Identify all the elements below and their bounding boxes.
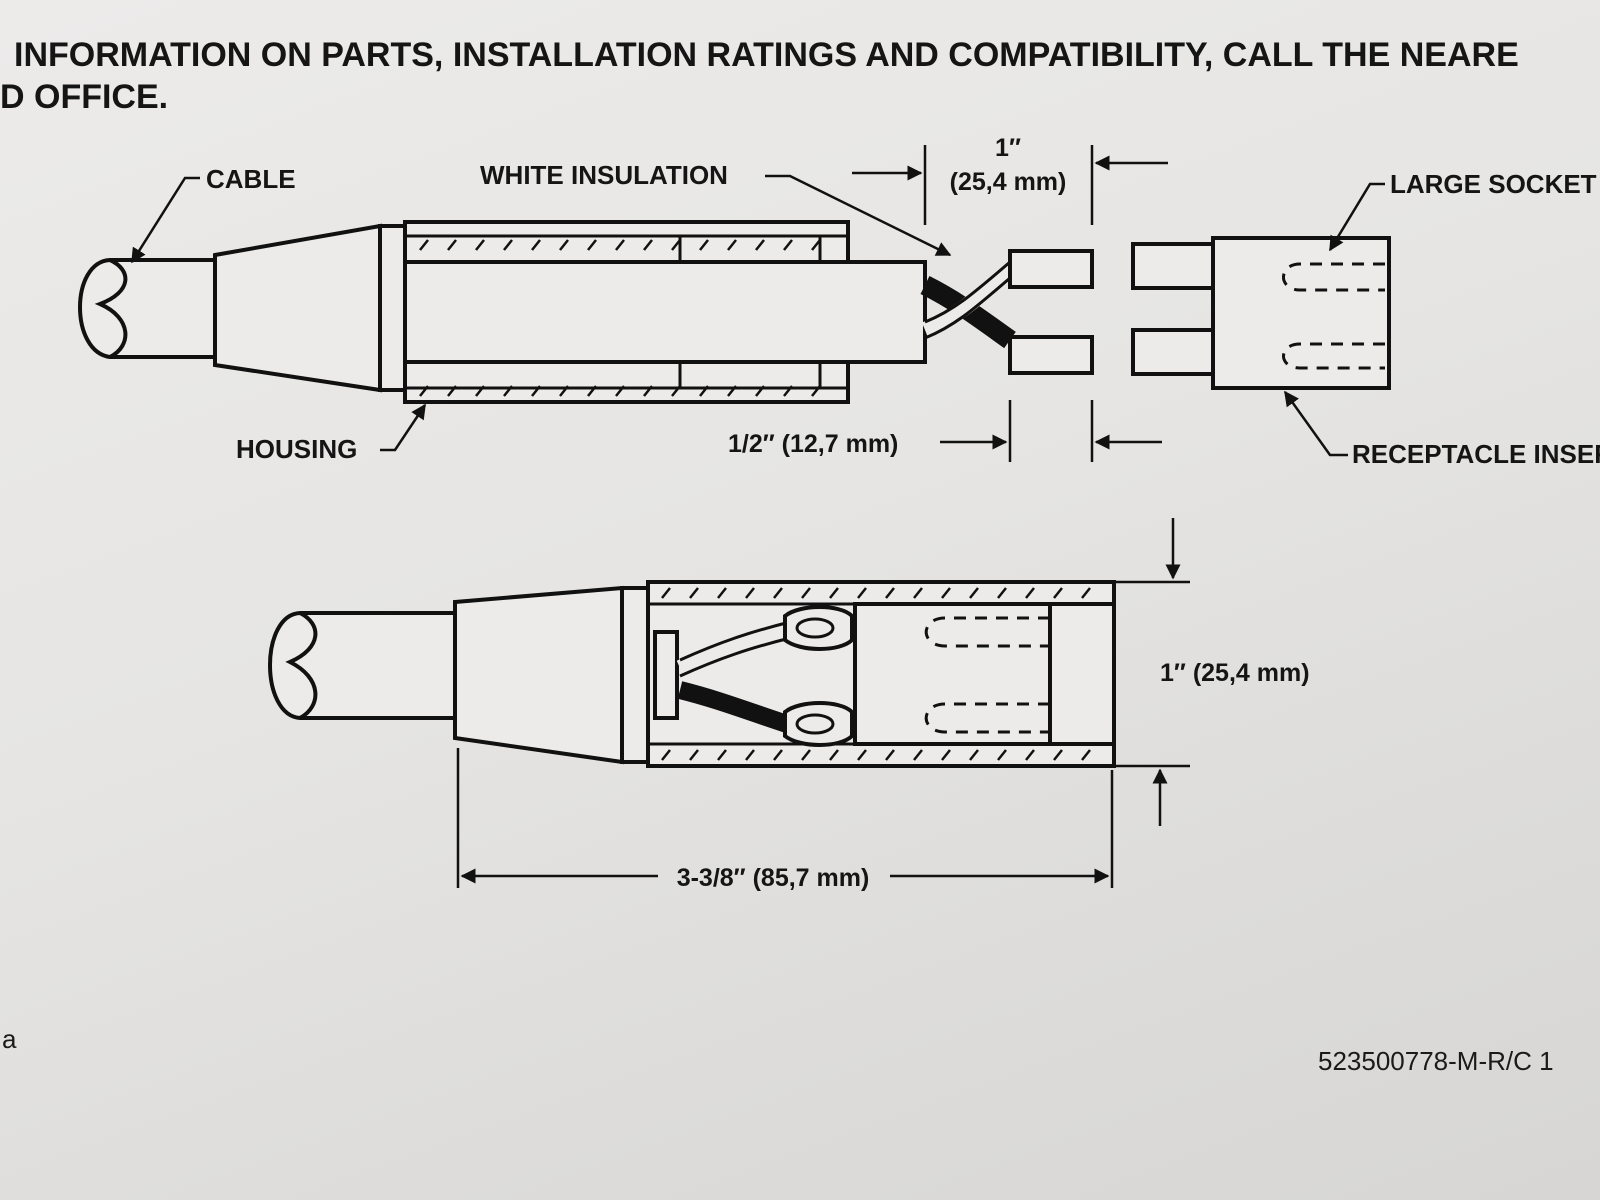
top-flange <box>378 224 407 392</box>
half-inch-text: 1/2″ (12,7 mm) <box>728 430 898 458</box>
length-text: 3-3/8″ (85,7 mm) <box>677 864 870 892</box>
bottom-plug-assembly <box>268 580 1116 768</box>
height-text: 1″ (25,4 mm) <box>1160 659 1310 687</box>
header-line-1: INFORMATION ON PARTS, INSTALLATION RATIN… <box>14 36 1519 74</box>
strip-mm-text: (25,4 mm) <box>950 168 1067 196</box>
document-number: 523500778-M-R/C 1 <box>1318 1046 1554 1076</box>
label-cable: CABLE <box>206 164 296 194</box>
top-wires <box>920 249 1094 375</box>
label-housing: HOUSING <box>236 434 357 464</box>
bottom-strain-relief <box>453 585 624 765</box>
footer-mark: a <box>2 1024 17 1054</box>
top-housing <box>403 220 927 404</box>
dimension-length: 3-3/8″ (85,7 mm) <box>456 748 1114 892</box>
dimension-half-inch: 1/2″ (12,7 mm) <box>728 400 1162 462</box>
top-cable <box>78 258 215 359</box>
receptacle-insert <box>1131 236 1391 390</box>
bottom-housing <box>646 580 1116 768</box>
label-white-insulation: WHITE INSULATION <box>480 160 728 190</box>
strip-inch-text: 1″ <box>995 134 1021 162</box>
bottom-wires <box>653 605 854 747</box>
label-receptacle-insert: RECEPTACLE INSERT <box>1352 439 1600 469</box>
bottom-flange <box>620 586 650 764</box>
bottom-cable <box>268 611 455 720</box>
label-large-socket: LARGE SOCKET <box>1390 169 1597 199</box>
header-line-2: D OFFICE. <box>0 78 168 116</box>
dimension-height: 1″ (25,4 mm) <box>1116 518 1310 826</box>
top-plug-assembly <box>78 220 1391 404</box>
dimension-strip-length: 1″ (25,4 mm) <box>852 134 1168 225</box>
top-strain-relief <box>213 223 382 393</box>
